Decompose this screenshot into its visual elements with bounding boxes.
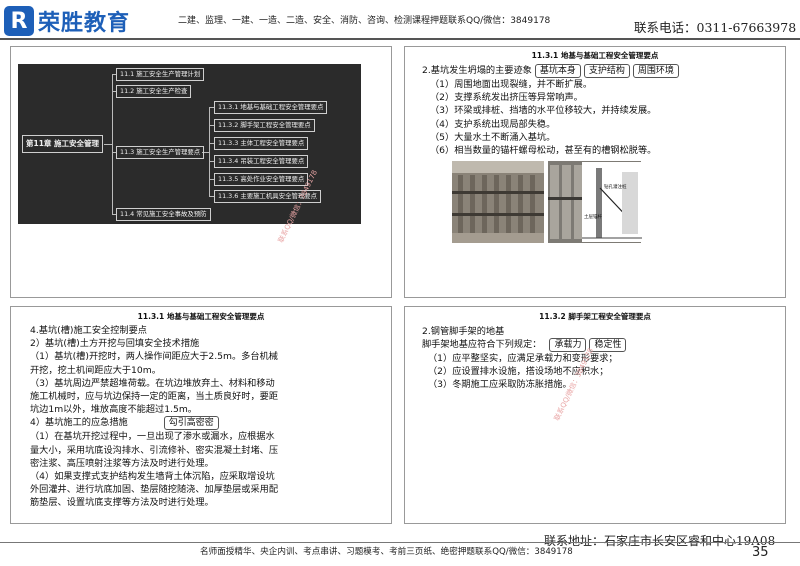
text-line: （4）如果支撑式支护结构发生墙背土体沉陷，应采取增设坑 (30, 471, 275, 483)
page-number: 35 (752, 545, 769, 560)
mm-node-11-3-6: 11.3.6 主要施工机具安全管理要点 (214, 190, 322, 203)
mm-connector (112, 74, 116, 75)
slide-4-line-1: 2.钢管脚手架的地基 (422, 326, 505, 337)
text-line: （1）基坑(槽)开挖时，两人操作间距应大于2.5m。多台机械 (30, 351, 278, 363)
header-divider (0, 38, 800, 40)
mm-connector (112, 152, 116, 153)
footer-address: 联系地址：石家庄市长安区睿和中心19A08 (544, 534, 776, 548)
mm-connector (112, 214, 116, 215)
text-line: 密注浆、高压喷射注浆等方法及时进行处理。 (30, 457, 214, 469)
slide-4-line-2: 脚手架地基应符合下列规定： (422, 339, 542, 350)
tag-support-structure: 支护结构 (583, 64, 630, 78)
list-item: （4）支护系统出现局部失稳。 (430, 118, 556, 130)
mm-connector (112, 91, 116, 92)
mm-node-11-3-4: 11.3.4 吊装工程安全管理要点 (214, 155, 309, 168)
slide-3 (10, 306, 392, 524)
slide-2-title: 11.3.1 地基与基础工程安全管理要点 (531, 51, 659, 60)
mindmap: 第11章 施工安全管理 11.1 施工安全生产管理计划 11.2 施工安全生产检… (18, 64, 361, 224)
trench-photo-1 (452, 161, 544, 243)
mm-node-11-3-1: 11.3.1 地基与基础工程安全管理要点 (214, 101, 328, 114)
mm-node-11-3: 11.3 施工安全生产管理要点 (116, 146, 205, 159)
slide-2-list: （1）周围地面出现裂缝，并不断扩展。 （2）支撑系统发出挤压等异常响声。 （3）… (430, 78, 780, 157)
slide-4-list: （1）应平整坚实，应满足承载力和变形要求； （2）应设置排水设施，搭设场地不应积… (428, 352, 778, 392)
list-item: （6）相当数量的锚杆螺母松动，甚至有的槽钢松脱等。 (430, 145, 657, 157)
list-item: （5）大量水土不断涌入基坑。 (430, 131, 556, 143)
mm-root-node: 第11章 施工安全管理 (22, 135, 104, 153)
footer-text: 名师面授精华、央企内训、考点串讲、习题模考、考前三页纸、绝密押题联系QQ/微信：… (200, 547, 573, 557)
brand-logo: R 荣胜教育 (4, 4, 144, 38)
mm-connector (209, 143, 214, 144)
tag-stability: 稳定性 (589, 338, 627, 352)
mm-connector (209, 179, 214, 180)
text-line: 开挖，挖土机间距应大于10m。 (30, 364, 161, 376)
mm-connector (209, 125, 214, 126)
slide-3-title: 11.3.1 地基与基础工程安全管理要点 (137, 312, 265, 321)
mm-node-11-3-2: 11.3.2 脚手架工程安全管理要点 (214, 119, 315, 132)
text-line: （3）基坑周边严禁超堆荷载。在坑边堆放弃土、材料和移动 (30, 377, 275, 389)
mm-node-11-3-3: 11.3.3 主体工程安全管理要点 (214, 137, 309, 150)
diagram-label-anchor: 土层锚杆 (584, 215, 602, 220)
list-item: （3）冬期施工应采取防冻胀措施。 (428, 379, 572, 391)
mm-node-11-1: 11.1 施工安全生产管理计划 (116, 68, 205, 81)
text-line: 4.基坑(槽)施工安全控制要点 (30, 325, 147, 336)
header-phone: 联系电话：0311-67663978 (634, 20, 797, 35)
text-line: 外回灌井、进行坑底加固、垫层随挖随浇、加厚垫层或采用配 (30, 484, 279, 496)
retaining-diagram: 钻孔灌注桩 土层锚杆 (582, 162, 642, 242)
mm-connector (209, 107, 214, 108)
logo-mark-icon: R (4, 6, 34, 36)
text-line: 量大小，采用坑底设沟排水、引流修补、密实混凝土封堵、压 (30, 444, 279, 456)
emergency-line: 4）基坑施工的应急措施 勾引高密密 (30, 416, 390, 431)
mm-node-11-3-5: 11.3.5 高处作业安全管理要点 (214, 173, 309, 186)
tag-bearing-capacity: 承载力 (549, 338, 587, 352)
list-item: （1）周围地面出现裂缝，并不断扩展。 (430, 79, 593, 90)
mm-node-11-4: 11.4 常见施工安全事故及预防 (116, 208, 211, 221)
mm-connector (209, 161, 214, 162)
tag-pit-itself: 基坑本身 (534, 64, 581, 78)
slide-4-title: 11.3.2 脚手架工程安全管理要点 (539, 312, 651, 321)
mm-node-11-2: 11.2 施工安全生产检查 (116, 85, 192, 98)
slide-2-intro-line: 2.基坑发生坍塌的主要迹象基坑本身支护结构周围环境 (422, 64, 679, 78)
emergency-heading: 4）基坑施工的应急措施 (30, 417, 128, 429)
mm-connector (104, 144, 112, 145)
text-line: 筋垫层、设置坑底支撑等方法及时进行处理。 (30, 497, 214, 509)
mm-connector (202, 152, 209, 153)
slide-3-body: 4.基坑(槽)施工安全控制要点 2）基坑(槽)土方开挖与回填安全技术措施 （1）… (30, 324, 390, 510)
text-line: 施工机械时，应与坑边保持一定的距离，当土质良好时，要距 (30, 391, 279, 403)
text-line: 坑边1m以外，堆放高度不能超过1.5m。 (30, 404, 197, 416)
mm-connector (112, 74, 113, 214)
tag-surroundings: 周围环境 (632, 64, 679, 78)
tag-emergency: 勾引高密密 (163, 416, 219, 431)
diagram-label-pile: 钻孔灌注桩 (604, 185, 627, 190)
list-item: （3）环梁或排桩、挡墙的水平位移较大，并持续发展。 (430, 105, 657, 117)
list-item: （2）应设置排水设施，搭设场地不应积水； (428, 366, 609, 378)
slide-4-line-2-row: 脚手架地基应符合下列规定： 承载力稳定性 (422, 338, 627, 352)
mm-connector (209, 196, 214, 197)
text-line: 2）基坑(槽)土方开挖与回填安全技术措施 (30, 338, 200, 350)
logo-text: 荣胜教育 (38, 11, 131, 36)
header-courses: 二建、监理、一建、一造、二造、安全、消防、咨询、检测课程押题联系QQ/微信：38… (178, 16, 551, 26)
slide-2-intro: 2.基坑发生坍塌的主要迹象 (422, 65, 532, 76)
list-item: （2）支撑系统发出挤压等异常响声。 (430, 92, 583, 104)
text-line: （1）在基坑开挖过程中，一旦出现了渗水或漏水，应根据水 (30, 431, 275, 443)
list-item: （1）应平整坚实，应满足承载力和变形要求； (428, 353, 618, 364)
footer-divider (0, 542, 800, 543)
mm-connector (209, 107, 210, 196)
